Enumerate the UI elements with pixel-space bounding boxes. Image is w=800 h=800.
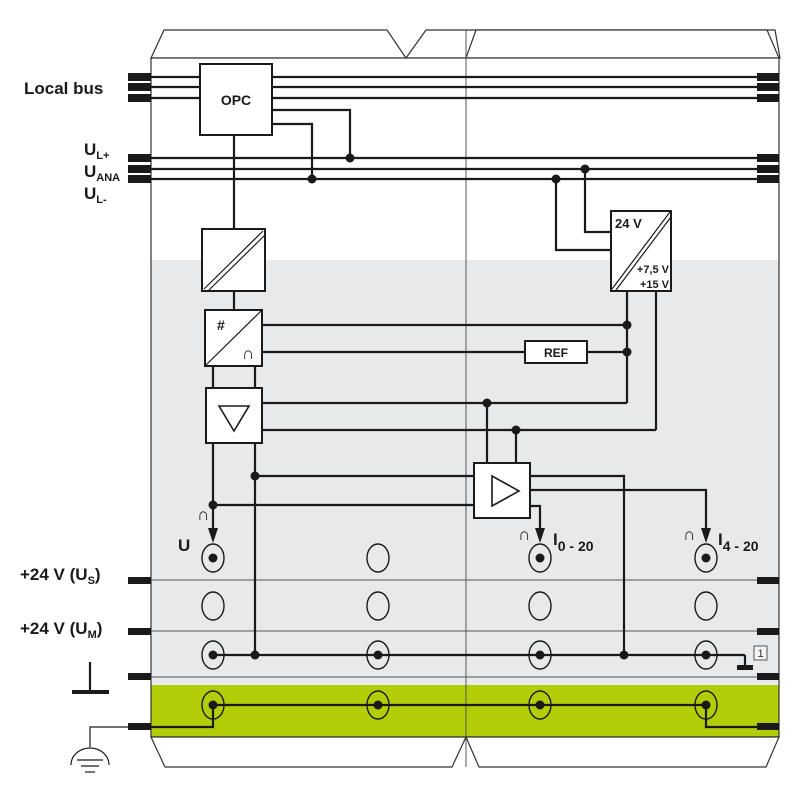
terminal-i020-out[interactable] (528, 543, 552, 573)
ul-plus-label: UL+ (84, 140, 109, 162)
terminal[interactable] (694, 591, 718, 621)
terminal[interactable] (366, 591, 390, 621)
ground-icon (737, 665, 753, 670)
i020-symbol: ∩ (518, 525, 530, 544)
opc-tap-ul-plus (272, 108, 352, 158)
triangle-right-icon (491, 474, 521, 508)
opc-block (199, 63, 273, 136)
triangle-down-icon (217, 405, 251, 433)
ref-label: REF (544, 346, 568, 360)
opc-label: OPC (221, 92, 251, 108)
right-connector-pins (757, 73, 779, 730)
local-bus-label: Local bus (24, 79, 103, 98)
opc-tap-ul-minus (272, 122, 314, 179)
supply-input-label: 24 V (615, 216, 642, 231)
terminal-u-out[interactable] (201, 543, 225, 573)
terminal[interactable] (366, 543, 390, 573)
ground-icon (72, 662, 109, 694)
supply-output1-label: +7,5 V (637, 264, 670, 276)
note-marker-box (753, 645, 768, 661)
housing-bottom (150, 736, 780, 768)
junction-dot (307, 174, 317, 184)
um-supply-label: +24 V (UM) (20, 619, 102, 641)
terminal[interactable] (201, 591, 225, 621)
junction-dot (345, 153, 355, 163)
ul-minus-label: UL- (84, 184, 107, 206)
i420-symbol: ∩ (683, 525, 695, 544)
adc-analog-label: ∩ (242, 344, 254, 363)
i020-label: I0 - 20 (553, 530, 594, 554)
adc-digital-label: # (217, 317, 225, 333)
supply-output2-label: +15 V (640, 279, 670, 291)
us-supply-label: +24 V (US) (20, 565, 101, 587)
uana-label: UANA (84, 162, 120, 184)
protective-earth-icon (70, 726, 128, 773)
note-marker: 1 (757, 648, 763, 660)
terminal[interactable] (528, 591, 552, 621)
voltage-output-label: U (178, 536, 190, 555)
pe-strip (151, 685, 779, 737)
i420-label: I4 - 20 (718, 530, 759, 554)
terminal-i420-out[interactable] (694, 543, 718, 573)
left-connector-pins (128, 73, 151, 730)
voltage-symbol: ∩ (197, 505, 209, 524)
supply-lines (151, 156, 779, 181)
